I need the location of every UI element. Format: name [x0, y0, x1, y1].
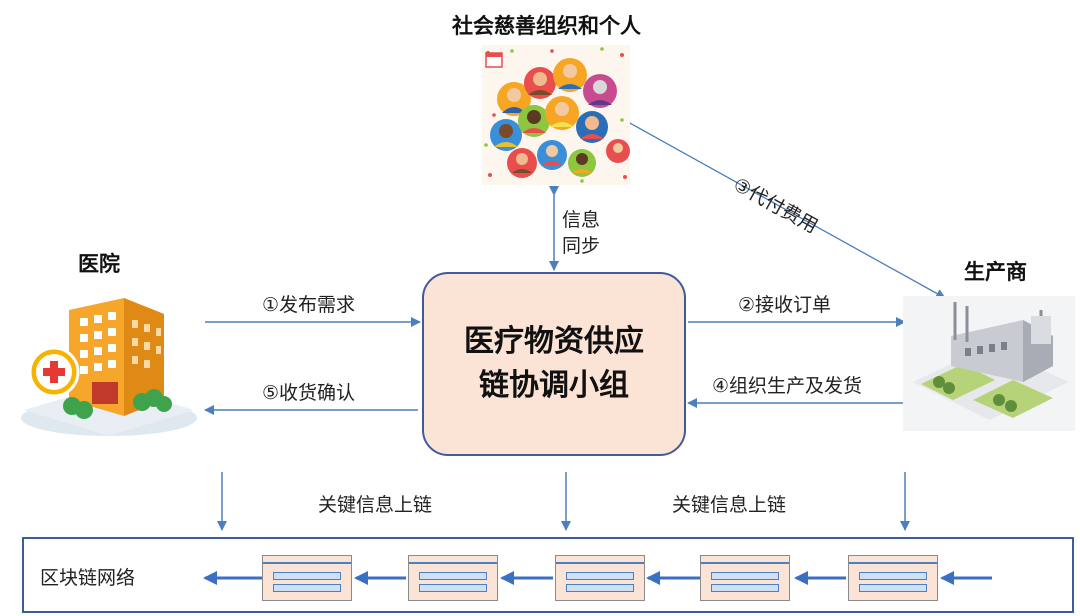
chain-block-1 — [262, 555, 352, 601]
publish-demand-label: ①发布需求 — [262, 294, 356, 316]
chain-block-5 — [848, 555, 938, 601]
produce-ship-label: ④组织生产及发货 — [712, 375, 863, 397]
hospital-title: 医院 — [78, 252, 120, 276]
coordination-group-box: 医疗物资供应 链协调小组 — [422, 272, 686, 456]
chain-key-info-label-left: 关键信息上链 — [318, 494, 433, 516]
factory-illustration — [903, 296, 1075, 431]
chain-key-info-label-right: 关键信息上链 — [672, 494, 787, 516]
confirm-receipt-label: ⑤收货确认 — [262, 382, 356, 404]
charity-title: 社会慈善组织和个人 — [452, 14, 641, 38]
charity-crowd-illustration — [482, 45, 630, 185]
manufacturer-title: 生产商 — [964, 260, 1027, 284]
receive-order-label: ②接收订单 — [738, 294, 832, 316]
blockchain-network-label: 区块链网络 — [40, 567, 136, 589]
hospital-building-illustration — [21, 298, 197, 436]
info-sync-label-line2: 同步 — [562, 235, 601, 257]
chain-block-2 — [408, 555, 498, 601]
info-sync-label-line1: 信息 — [562, 209, 601, 231]
chain-block-3 — [555, 555, 645, 601]
chain-block-4 — [700, 555, 790, 601]
center-title-line1: 医疗物资供应 — [464, 324, 644, 359]
arrow-pay-fees — [627, 121, 946, 299]
center-title-line2: 链协调小组 — [479, 368, 629, 403]
